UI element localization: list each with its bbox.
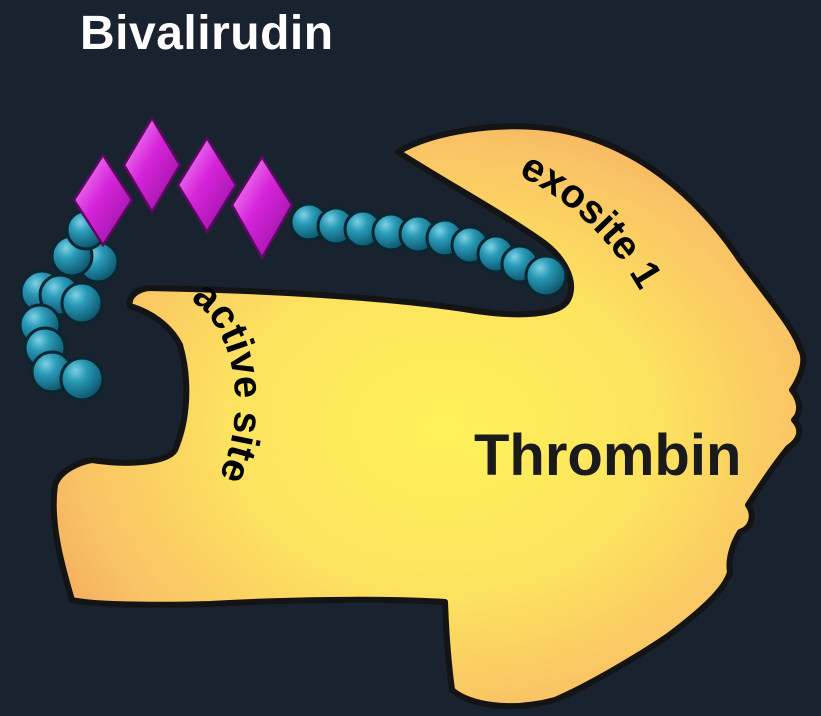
diamond-chain bbox=[74, 118, 292, 258]
thrombin-label: Thrombin bbox=[474, 423, 741, 488]
thrombin-shape bbox=[54, 126, 804, 706]
